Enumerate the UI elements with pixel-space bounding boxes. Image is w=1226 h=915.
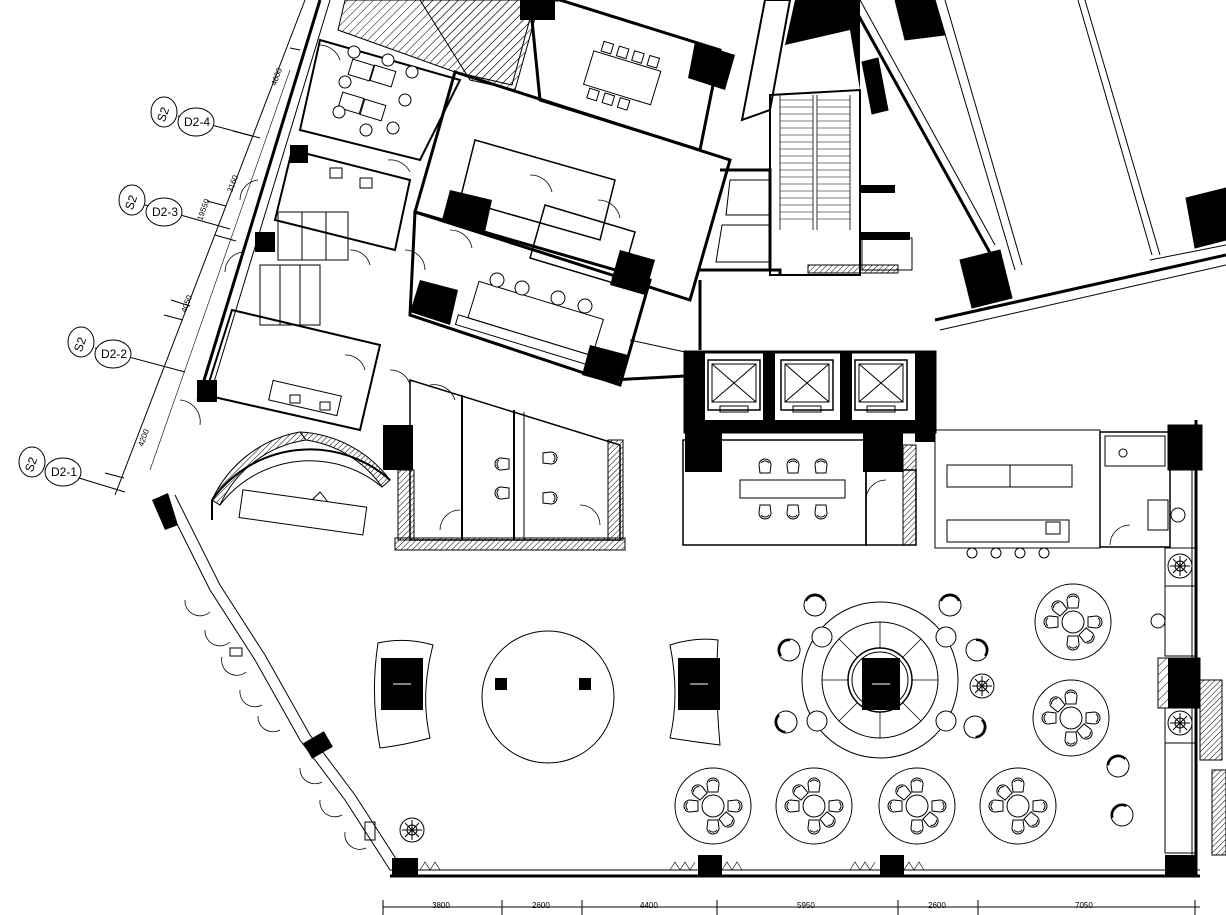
bottom-dimension-line xyxy=(382,900,1200,915)
left-dimension-label: 19550 xyxy=(195,197,211,222)
reception-area xyxy=(152,425,626,551)
lounge-area xyxy=(373,630,721,764)
elevator-lobby xyxy=(611,280,937,472)
left-dimension-label: 3160 xyxy=(225,173,240,193)
grid-axis-bubble: S2 D2-3 xyxy=(118,184,231,230)
left-dimension-label: 4050 xyxy=(179,293,194,313)
grid-axis-bubble: S2 D2-1 xyxy=(18,446,126,493)
left-dimension-label: 4600 xyxy=(269,66,284,86)
grid-axis-bubble: S2 D2-4 xyxy=(150,96,261,139)
small-offices xyxy=(409,378,624,541)
lounge-chairs-right xyxy=(1102,750,1139,832)
left-dimension-line xyxy=(104,0,306,496)
building-walls xyxy=(164,0,1200,878)
grid-axis-bubble: S2 D2-2 xyxy=(67,326,186,373)
bottom-columns xyxy=(392,855,925,876)
bottom-dimension-label: 4400 xyxy=(640,901,658,910)
upper-right-wing xyxy=(848,0,1226,331)
right-wall-fixtures xyxy=(1150,547,1226,875)
facade-scallops xyxy=(184,599,367,850)
bottom-dimension-label: 2600 xyxy=(928,901,946,910)
bottom-dimension-label: 3800 xyxy=(432,901,450,910)
grid-axis-sheet: S2 xyxy=(122,193,140,212)
bottom-dimension-label: 2600 xyxy=(532,901,550,910)
bar-counter-area xyxy=(934,424,1203,559)
grid-axis-number: D2-4 xyxy=(184,115,210,129)
bottom-dimension-label: 5950 xyxy=(797,901,815,910)
private-dining-room xyxy=(682,439,917,546)
grid-axis-sheet: S2 xyxy=(22,455,40,474)
stair-core xyxy=(700,0,913,276)
grid-axis-number: D2-2 xyxy=(101,347,127,361)
grid-axis-sheet: S2 xyxy=(154,105,172,124)
grid-axis-sheet: S2 xyxy=(71,335,89,354)
grid-axis-number: D2-3 xyxy=(152,205,178,219)
office-rooms xyxy=(179,0,735,432)
bottom-dimension-label: 7050 xyxy=(1075,901,1093,910)
left-dimension-label: 4200 xyxy=(136,427,151,447)
bottom-dimension-labels: 3800 2600 4400 5950 2600 7050 xyxy=(432,901,1093,910)
facade-items xyxy=(229,647,425,843)
grid-axis-number: D2-1 xyxy=(51,465,77,479)
central-round-seating xyxy=(770,593,995,759)
central-meeting-rooms xyxy=(408,70,732,387)
